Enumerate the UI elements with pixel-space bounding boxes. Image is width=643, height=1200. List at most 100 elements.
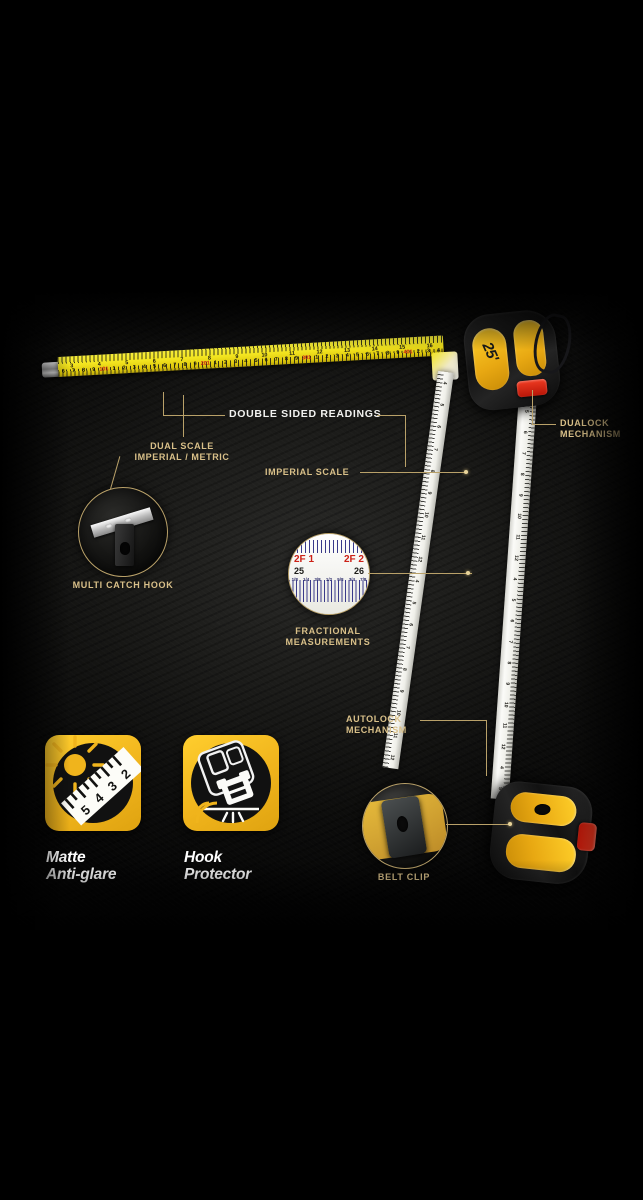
fraction-blade-face: 2F 1 2F 2 25 26 1/81/43/81/25/83/47/8 bbox=[289, 534, 369, 614]
blade-vertical-number: 9 bbox=[504, 682, 511, 686]
blade-metric-number: 6 bbox=[163, 362, 167, 370]
blade-metric-number: 1 bbox=[112, 365, 116, 372]
blade-metric-number: 3 bbox=[132, 364, 136, 371]
blade-vertical-number: 12 bbox=[513, 555, 520, 562]
blade-metric-number: 8 bbox=[81, 367, 86, 374]
blade-metric-number: 1 bbox=[213, 360, 218, 367]
detail-circle-fractional: 2F 1 2F 2 25 26 1/81/43/81/25/83/47/8 bbox=[288, 533, 370, 615]
feature-label-matte-anti-glare: Matte Anti-glare bbox=[46, 849, 117, 883]
detail-circle-belt-clip bbox=[362, 783, 448, 869]
blade-vertical-number: 7 bbox=[507, 640, 514, 644]
blade-metric-number: 5 bbox=[355, 352, 360, 359]
fraction-label: 3/8 bbox=[314, 577, 320, 582]
blade-metric-number: 7 bbox=[173, 362, 177, 369]
label-belt-clip: BELT CLIP bbox=[377, 872, 431, 882]
blade-metric-number: 4 bbox=[142, 364, 147, 371]
anchor-dot-belt-clip bbox=[508, 822, 512, 826]
tape-measure-body-bottom bbox=[487, 779, 598, 887]
blade-metric-number: 201 bbox=[200, 360, 210, 368]
leader-dualock-horizontal bbox=[532, 424, 556, 425]
label-dual-scale: DUAL SCALE IMPERIAL / METRIC bbox=[134, 441, 230, 462]
fraction-foot-right: 2F 2 bbox=[343, 554, 364, 565]
blade-metric-number: 1 bbox=[315, 354, 319, 361]
leader-dual-scale bbox=[183, 395, 184, 437]
blade-vertical-number: 5 bbox=[510, 598, 517, 602]
blade-vertical-number: 10 bbox=[503, 701, 510, 708]
leader-double-sided-left bbox=[163, 415, 225, 416]
blade-metric-number: 7 bbox=[274, 356, 278, 363]
hook-catch-slot bbox=[120, 542, 130, 555]
leader-belt-clip bbox=[446, 824, 512, 825]
blade-metric-number: 7 bbox=[376, 351, 380, 358]
fraction-label: 1/4 bbox=[303, 577, 309, 582]
fraction-inch-right: 26 bbox=[353, 566, 364, 576]
blade-metric-number: 7 bbox=[71, 368, 76, 375]
blade-metric-number: 3 bbox=[234, 358, 238, 366]
blade-metric-number: 8 bbox=[284, 356, 289, 363]
label-double-sided-readings: DOUBLE SIDED READINGS bbox=[229, 408, 382, 420]
fraction-foot-labels: 2F 1 2F 2 bbox=[289, 554, 369, 565]
fraction-label: 1/2 bbox=[326, 577, 332, 582]
blade-vertical-number: 10 bbox=[516, 513, 523, 520]
leader-autolock-vertical bbox=[486, 720, 487, 776]
leader-imperial-scale bbox=[360, 472, 468, 473]
blade-metric-number: 301 bbox=[302, 354, 312, 362]
fraction-label: 5/8 bbox=[337, 577, 343, 582]
blade-metric-number: 2 bbox=[122, 365, 126, 372]
label-imperial-scale: IMPERIAL SCALE bbox=[265, 467, 350, 477]
detail-circle-multi-catch-hook bbox=[78, 487, 168, 577]
feature-label-hook-protector: Hook Protector bbox=[184, 849, 252, 883]
blade-vertical-number: 6 bbox=[522, 430, 529, 434]
fraction-label: 1/8 bbox=[292, 577, 298, 582]
leader-double-sided-up bbox=[163, 392, 164, 416]
blade-metric-number: 9 bbox=[193, 361, 197, 368]
blade-vertical-number: 4 bbox=[511, 577, 519, 581]
label-multi-catch-hook: MULTI CATCH HOOK bbox=[72, 580, 174, 590]
blade-vertical-number: 12 bbox=[500, 743, 507, 750]
blade-vertical-number: 8 bbox=[519, 472, 526, 476]
blade-metric-number: 9 bbox=[396, 349, 400, 357]
blade-vertical-number: 11 bbox=[501, 722, 509, 729]
blade-metric-number: 2 bbox=[223, 359, 228, 366]
fraction-denominators: 1/81/43/81/25/83/47/8 bbox=[289, 577, 369, 582]
leader-fractional bbox=[368, 573, 472, 574]
blade-metric-number: 8 bbox=[183, 361, 187, 368]
blade-metric-number: 9 bbox=[92, 366, 96, 374]
blade-metric-number: 6 bbox=[365, 351, 370, 358]
blade-metric-number: 2 bbox=[416, 348, 420, 355]
blade-metric-number: 9 bbox=[294, 355, 299, 362]
blade-metric-number: 401 bbox=[403, 349, 413, 356]
blade-metric-number: 4 bbox=[244, 358, 248, 365]
blade-metric-number: 8 bbox=[386, 350, 390, 357]
leader-double-sided-down bbox=[405, 415, 406, 467]
blade-metric-number: 2 bbox=[325, 353, 329, 361]
blade-metric-number: 101 bbox=[99, 366, 109, 373]
label-dualock-mechanism: DUALOCK MECHANISM bbox=[560, 418, 621, 439]
label-fractional-measurements: FRACTIONAL MEASUREMENTS bbox=[285, 626, 371, 647]
fraction-inch-labels: 25 26 bbox=[289, 566, 369, 576]
tape-measure-body-top: 25' bbox=[461, 307, 577, 413]
blade-vertical-number: 8 bbox=[506, 661, 513, 665]
blade-vertical-number: 6 bbox=[509, 619, 516, 623]
feature-tile-hook-protector[interactable] bbox=[183, 735, 279, 831]
blade-metric-number: 6 bbox=[264, 357, 268, 364]
label-autolock-mechanism: AUTOLOCK MECHANISM bbox=[346, 714, 407, 735]
blade-metric-number: 3 bbox=[335, 353, 339, 360]
leader-autolock-horizontal bbox=[420, 720, 486, 721]
anchor-dot-fractional bbox=[466, 571, 470, 575]
blade-vertical-number: 7 bbox=[520, 451, 527, 455]
autolock-button[interactable] bbox=[576, 821, 598, 852]
leader-dualock-vertical bbox=[532, 390, 533, 425]
blade-metric-number: 5 bbox=[254, 357, 258, 365]
fraction-ticks-bottom bbox=[289, 580, 369, 602]
fraction-label: 7/8 bbox=[360, 577, 366, 582]
fraction-inch-left: 25 bbox=[294, 566, 305, 576]
hook-protector-icon bbox=[191, 740, 271, 824]
leader-double-sided-right bbox=[377, 415, 405, 416]
blade-metric-number: 5 bbox=[152, 363, 157, 370]
blade-vertical-number: 11 bbox=[514, 534, 522, 540]
blade-metric-number: 6 bbox=[61, 368, 66, 375]
